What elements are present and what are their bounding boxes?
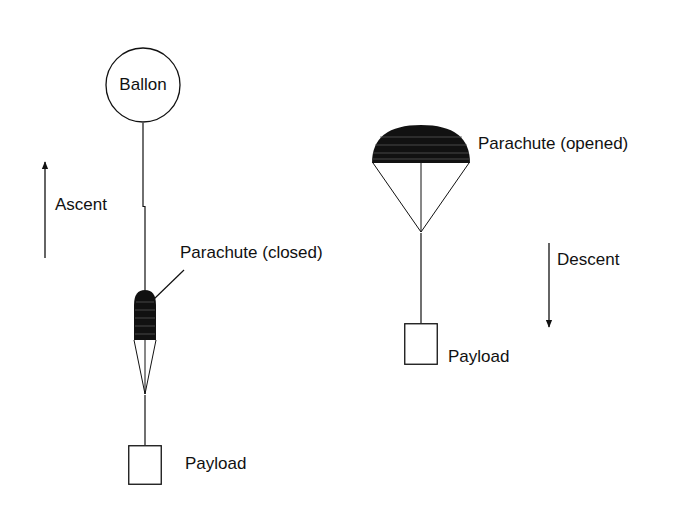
- closed-parachute: Parachute (closed): [133, 290, 157, 395]
- payload-box: Payload: [128, 445, 162, 485]
- ascent-arrow: [44, 162, 45, 258]
- node-label: Ballon: [119, 75, 166, 95]
- node-label: Parachute (opened): [478, 134, 628, 154]
- direction-label: Descent: [557, 250, 619, 270]
- opened-parachute: Parachute (opened): [372, 125, 470, 233]
- closed-parachute-shape: [133, 290, 157, 395]
- node-label: Parachute (closed): [180, 243, 323, 263]
- balloon-circle: Ballon: [105, 47, 181, 123]
- leader-line: [153, 270, 184, 300]
- node-label: Payload: [448, 347, 509, 367]
- payload-box-shape: [128, 445, 162, 485]
- tether-line: [144, 395, 145, 445]
- tether-line: [420, 233, 421, 323]
- tether-line: [143, 123, 145, 290]
- payload-box-shape: [404, 323, 438, 365]
- node-label: Payload: [185, 454, 246, 474]
- payload-box: Payload: [404, 323, 438, 365]
- opened-parachute-shape: [372, 125, 470, 233]
- direction-label: Ascent: [55, 195, 107, 215]
- descent-arrow: [548, 243, 549, 327]
